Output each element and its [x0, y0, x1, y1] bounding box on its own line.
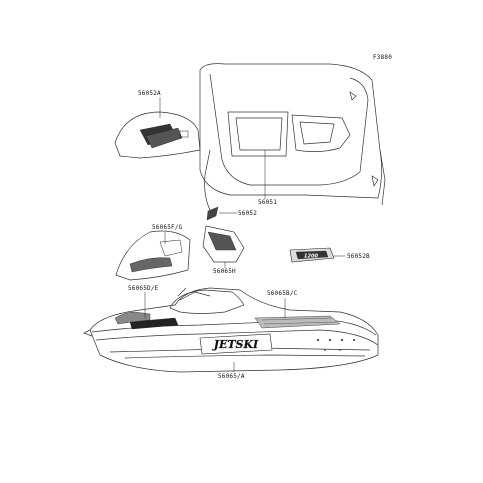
deck-top-view	[199, 63, 386, 211]
cowl-decal-56052A	[114, 97, 201, 159]
label-56065DE: 56065D/E	[128, 285, 159, 292]
small-decal-56052	[206, 206, 237, 221]
side-decal-56065H	[202, 225, 245, 268]
label-56065A: 56065/A	[218, 373, 245, 380]
model-decal-56052B	[289, 247, 345, 263]
hull-side-view	[83, 287, 379, 373]
side-panel-decal-56065FG	[115, 230, 191, 281]
label-56052B: 56052B	[347, 253, 370, 260]
hull-logo-decal: JETSKI	[199, 333, 273, 355]
model-decal-text: 1200	[304, 254, 318, 260]
hull-logo-text: JETSKI	[212, 338, 259, 351]
label-56065H: 56065H	[213, 268, 236, 275]
label-56065BC: 56065B/C	[267, 290, 298, 297]
label-56065FG: 56065F/G	[152, 224, 183, 231]
figure-id: F3880	[373, 54, 393, 61]
label-56051: 56051	[258, 199, 278, 206]
label-56052: 56052	[238, 210, 258, 217]
label-56052A: 56052A	[138, 90, 161, 97]
